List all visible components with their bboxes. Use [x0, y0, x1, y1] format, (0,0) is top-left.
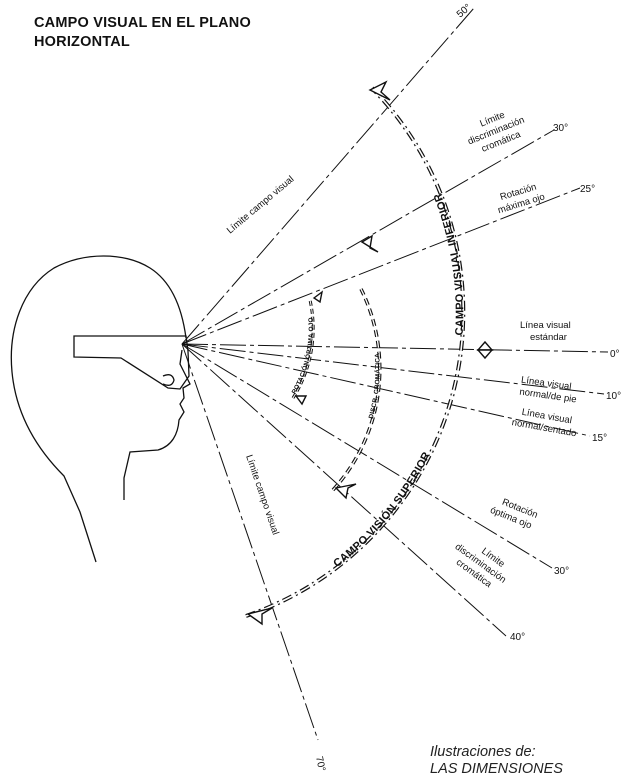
- degree-15: 15°: [592, 433, 607, 444]
- campo-visual-arc: [246, 88, 463, 616]
- rotacion-maxima-label: Rotación máxima ojo: [493, 180, 546, 216]
- degree-50: 50°: [455, 2, 474, 20]
- limite-disc-upper-label: Límite discriminación cromática: [462, 104, 531, 159]
- campo-vision-superior-label: CAMPO VISIÓN SUPERIOR: [331, 450, 433, 570]
- degree-10: 10°: [606, 391, 621, 402]
- head-outline: [11, 256, 186, 562]
- limite-campo-visual-upper: Límite campo visual: [225, 174, 296, 236]
- face-profile: [124, 350, 190, 500]
- linea-normal-sentado-label: Línea visual normal/sentado: [511, 405, 579, 439]
- arrow-standard-down: [478, 350, 492, 358]
- degree-70: 70°: [313, 755, 327, 772]
- credit-line-2: LAS DIMENSIONES: [430, 761, 624, 778]
- sight-lines: [182, 8, 608, 740]
- head-silhouette: [11, 256, 190, 562]
- ray-50: [182, 8, 474, 344]
- limite-disc-lower-label: Límite discriminación cromática: [446, 532, 515, 596]
- arrow-down-outer: [248, 608, 272, 624]
- ray-30-upper: [182, 130, 554, 344]
- linea-estandar-1: Línea visual: [520, 320, 571, 331]
- arrow-up-mid: [362, 236, 378, 252]
- ray-0: [182, 344, 608, 352]
- degree-30-lower: 30°: [554, 566, 569, 577]
- arrow-down-inner: [296, 396, 306, 404]
- arrow-up-inner: [314, 292, 322, 302]
- credit-line-1: Ilustraciones de:: [430, 744, 624, 761]
- rotacion-optima-ojo-text: ROTACIÓN ÓPTIMA OJO: [291, 317, 315, 396]
- rotacion-optima-label: Rotación óptima ojo: [488, 494, 539, 532]
- campo-vision-superior-text: CAMPO VISIÓN SUPERIOR: [331, 450, 433, 570]
- campo-visual-inferior-text: CAMPO VISUAL INFERIOR: [432, 191, 467, 335]
- degree-labels: 50° 30° 25° 0° 10° 15° 30° 40° 70°: [313, 2, 621, 772]
- line-labels: Límite campo visual Límite campo visual …: [225, 104, 579, 596]
- degree-25: 25°: [580, 184, 595, 195]
- linea-normal-pie-label: Línea visual normal/de pie: [519, 375, 579, 406]
- degree-30-upper: 30°: [553, 123, 568, 134]
- limite-campo-visual-lower: Límite campo visual: [243, 453, 281, 536]
- glasses-frame: [74, 336, 189, 389]
- illustration-credit: Ilustraciones de: LAS DIMENSIONES: [430, 744, 624, 778]
- ray-70: [182, 344, 318, 740]
- arrow-standard-up: [478, 342, 492, 350]
- ear: [163, 375, 174, 386]
- rotacion-optima-ojo-label: ROTACIÓN ÓPTIMA OJO: [291, 317, 315, 396]
- linea-estandar-2: estándar: [530, 332, 567, 343]
- campo-visual-inferior-label: CAMPO VISUAL INFERIOR: [432, 191, 467, 335]
- degree-40: 40°: [510, 632, 525, 643]
- degree-0: 0°: [610, 349, 620, 360]
